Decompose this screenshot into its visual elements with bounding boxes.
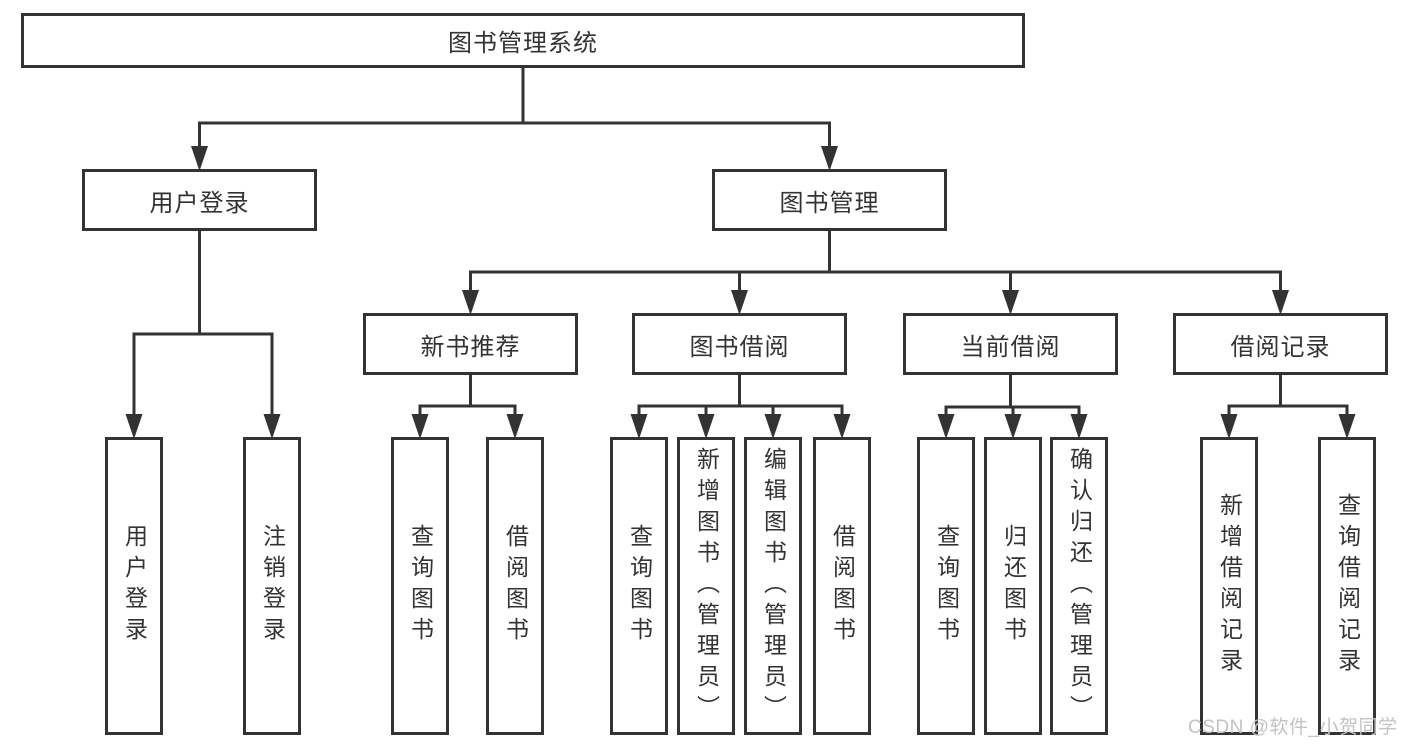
node-label: 图书管理 (779, 189, 880, 217)
node-new-book-recommendation: 新书推荐 (363, 313, 578, 375)
node-label: 新增借阅记录 (1216, 493, 1243, 679)
node-label: 借阅记录 (1230, 333, 1331, 361)
node-label: 新书推荐 (420, 333, 521, 361)
node-label: 注销登录 (259, 524, 286, 648)
node-label: 确认归还（管理员） (1066, 446, 1093, 726)
node-label: 归还图书 (1000, 524, 1027, 648)
node-label: 查询图书 (626, 524, 653, 648)
node-label: 查询图书 (407, 524, 434, 648)
leaf-query-books-borrowing: 查询图书 (610, 437, 668, 735)
leaf-add-books-admin: 新增图书（管理员） (677, 437, 735, 735)
node-book-management: 图书管理 (712, 169, 947, 231)
node-current-borrowing: 当前借阅 (903, 313, 1118, 375)
csdn-watermark: CSDN @软件_小贺同学 (1188, 717, 1398, 738)
node-label: 图书借阅 (689, 333, 790, 361)
leaf-query-books-current: 查询图书 (917, 437, 975, 735)
node-label: 借阅图书 (502, 524, 529, 648)
leaf-query-borrow-record: 查询借阅记录 (1318, 437, 1376, 735)
leaf-borrow-books-recommend: 借阅图书 (486, 437, 544, 735)
node-book-borrowing: 图书借阅 (632, 313, 847, 375)
leaf-query-books-recommend: 查询图书 (391, 437, 449, 735)
node-label: 图书管理系统 (448, 30, 598, 57)
leaf-borrow-books-borrowing: 借阅图书 (813, 437, 871, 735)
node-borrowing-records: 借阅记录 (1173, 313, 1388, 375)
node-label: 用户登录 (149, 189, 250, 217)
node-label: 借阅图书 (829, 524, 856, 648)
node-user-login: 用户登录 (82, 169, 317, 231)
leaf-user-login: 用户登录 (105, 437, 163, 735)
leaf-logout: 注销登录 (243, 437, 301, 735)
leaf-add-borrow-record: 新增借阅记录 (1200, 437, 1258, 735)
node-label: 当前借阅 (960, 333, 1061, 361)
node-library-management-system: 图书管理系统 (21, 13, 1025, 68)
leaf-confirm-return-admin: 确认归还（管理员） (1050, 437, 1108, 735)
node-label: 用户登录 (121, 524, 148, 648)
node-label: 新增图书（管理员） (693, 446, 720, 726)
node-label: 查询借阅记录 (1334, 493, 1361, 679)
leaf-edit-books-admin: 编辑图书（管理员） (744, 437, 802, 735)
node-label: 编辑图书（管理员） (760, 446, 787, 726)
node-label: 查询图书 (933, 524, 960, 648)
leaf-return-books: 归还图书 (984, 437, 1042, 735)
